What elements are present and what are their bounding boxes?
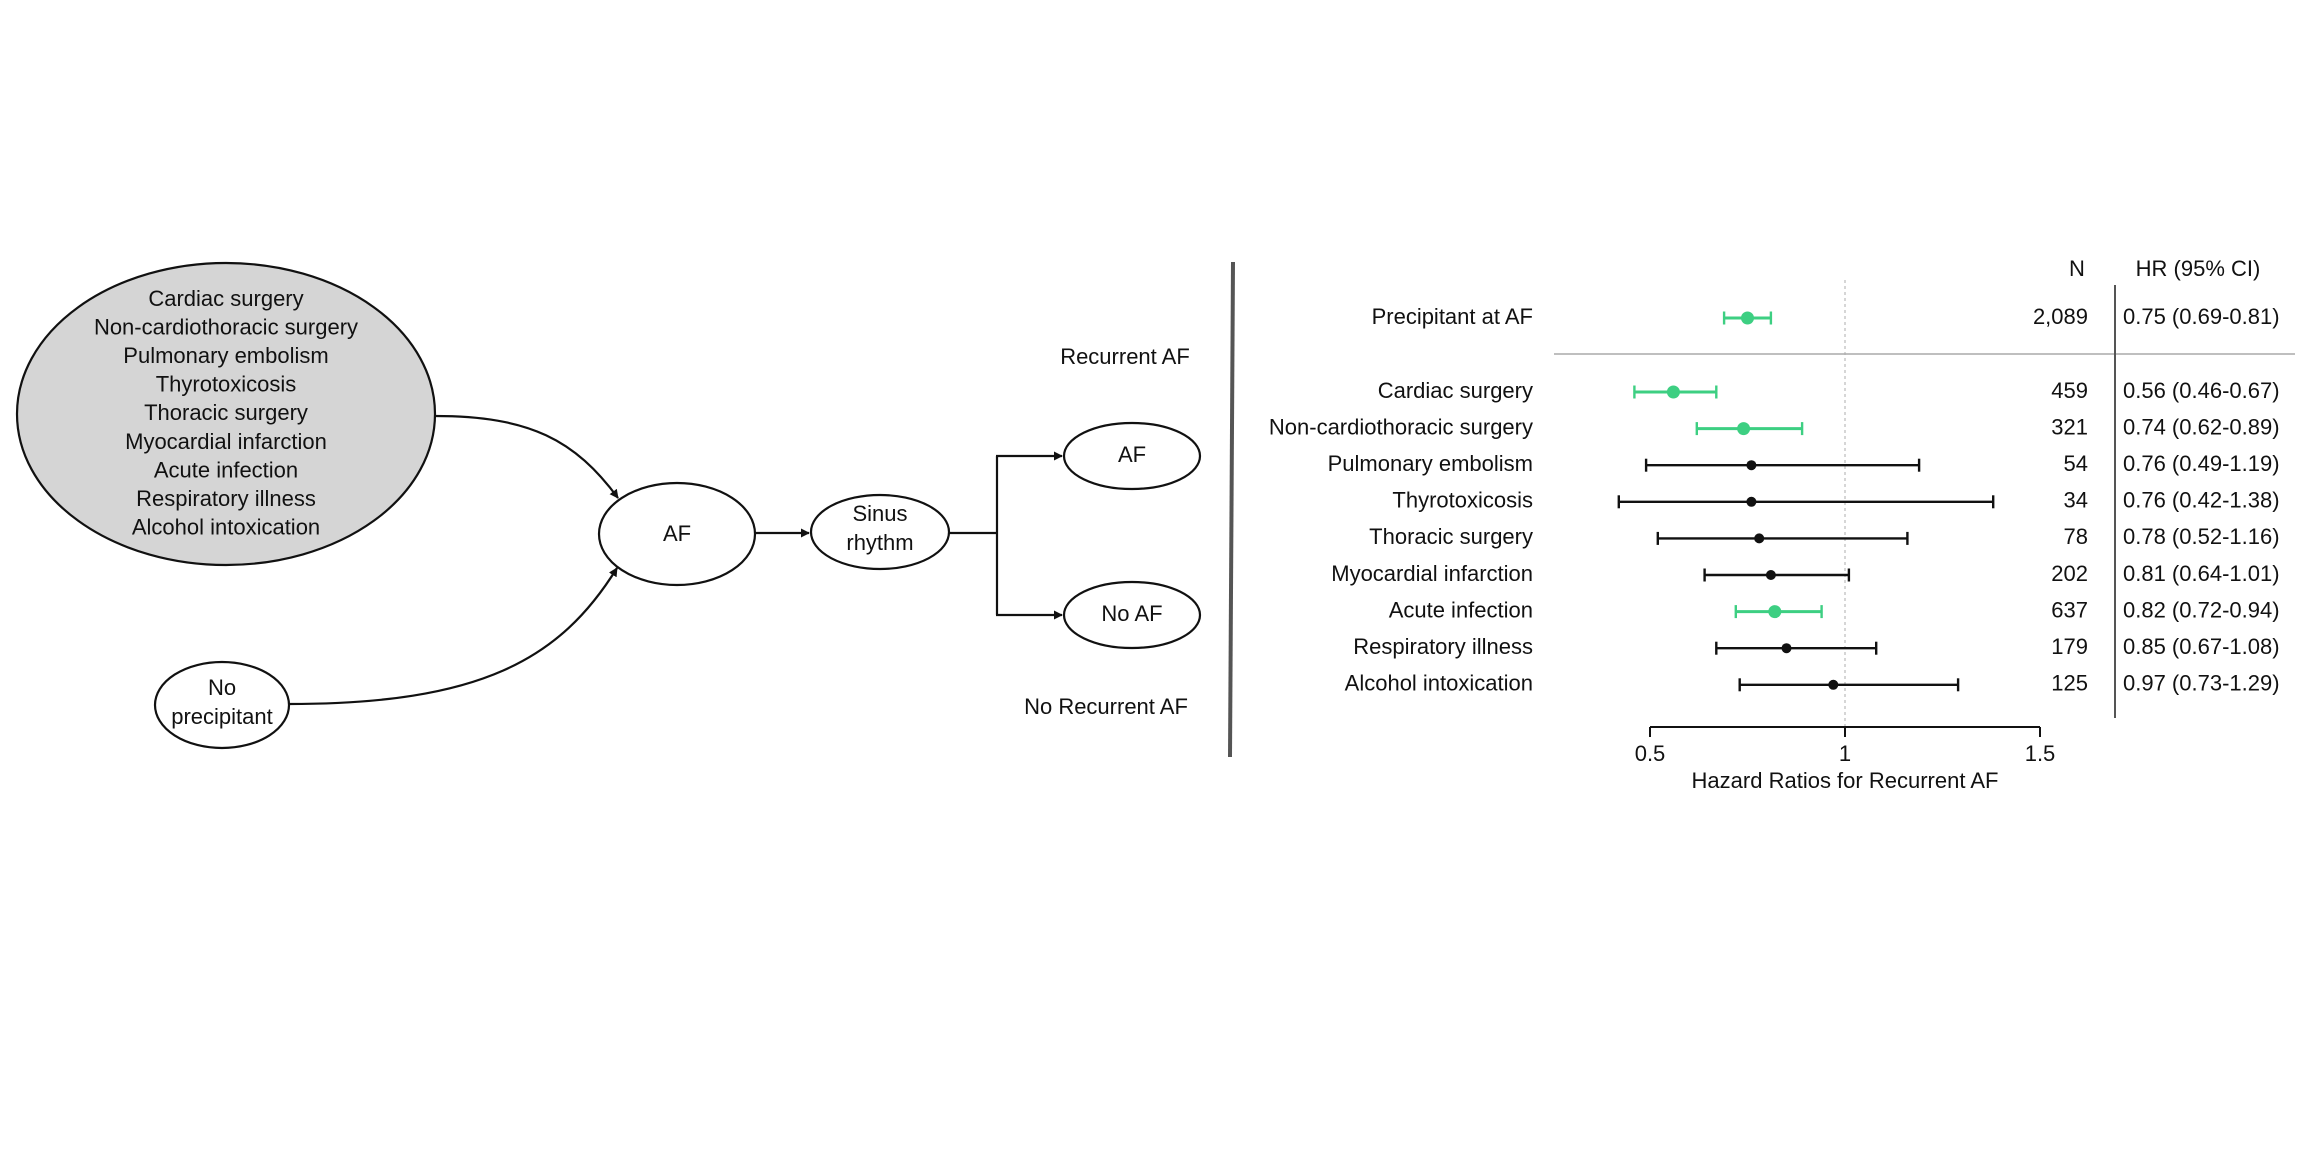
x-axis-label: Hazard Ratios for Recurrent AF	[1692, 768, 1999, 793]
hr-point	[1746, 496, 1757, 507]
row-hr-ci: 0.75 (0.69-0.81)	[2123, 304, 2280, 329]
precipitants-ellipse	[15, 261, 437, 567]
recurrent-af-label: Recurrent AF	[1060, 344, 1190, 369]
n-column-header: N	[2069, 256, 2085, 281]
row-hr-ci: 0.81 (0.64-1.01)	[2123, 561, 2280, 586]
hr-point	[1768, 605, 1782, 619]
row-n: 321	[2051, 414, 2088, 439]
row-hr-ci: 0.74 (0.62-0.89)	[2123, 414, 2280, 439]
row-hr-ci: 0.82 (0.72-0.94)	[2123, 597, 2280, 622]
x-tick-label: 1.5	[2025, 741, 2056, 766]
hr-point	[1765, 570, 1776, 580]
forest-row: Cardiac surgery 459 0.56 (0.46-0.67)	[1378, 378, 2280, 403]
forest-row: Respiratory illness 179 0.85 (0.67-1.08)	[1353, 634, 2279, 659]
panel-separator	[1228, 261, 1235, 758]
row-label: Non-cardiothoracic surgery	[1269, 414, 1533, 439]
row-label: Acute infection	[1389, 597, 1533, 622]
overall-row: Precipitant at AF 2,089 0.75 (0.69-0.81)	[1372, 304, 2280, 329]
row-label: Respiratory illness	[1353, 634, 1533, 659]
precipitant-item: Myocardial infarction	[125, 429, 327, 454]
row-n: 637	[2051, 597, 2088, 622]
row-label: Myocardial infarction	[1331, 561, 1533, 586]
no-recurrent-af-label: No Recurrent AF	[1024, 694, 1188, 719]
precipitant-item: Cardiac surgery	[148, 286, 303, 311]
x-tick-label: 0.5	[1635, 741, 1666, 766]
precipitant-item: Alcohol intoxication	[132, 515, 320, 540]
row-hr-ci: 0.97 (0.73-1.29)	[2123, 671, 2280, 696]
hr-point	[1781, 643, 1792, 654]
no-af-outcome-node	[1062, 580, 1202, 650]
row-label: Precipitant at AF	[1372, 304, 1533, 329]
sinus-label-line1: Sinus	[852, 501, 907, 526]
row-label: Thyrotoxicosis	[1392, 488, 1533, 513]
row-n: 2,089	[2033, 304, 2088, 329]
arrow-no-precipitant-to-af	[288, 567, 618, 706]
hr-point	[1828, 679, 1839, 690]
x-tick-label: 1	[1839, 741, 1851, 766]
forest-rows: Precipitant at AF 2,089 0.75 (0.69-0.81) Ca…	[1269, 304, 2280, 696]
no-precipitant-node	[153, 660, 291, 750]
hr-point	[1754, 533, 1765, 544]
row-label: Thoracic surgery	[1369, 524, 1533, 549]
hr-point	[1666, 385, 1680, 399]
row-label: Pulmonary embolism	[1328, 451, 1533, 476]
forest-row: Thoracic surgery 78 0.78 (0.52-1.16)	[1369, 524, 2279, 549]
row-n: 78	[2064, 524, 2088, 549]
row-n: 202	[2051, 561, 2088, 586]
row-hr-ci: 0.85 (0.67-1.08)	[2123, 634, 2280, 659]
row-hr-ci: 0.76 (0.42-1.38)	[2123, 488, 2280, 513]
af-node-label: AF	[663, 521, 691, 546]
forest-plot: N HR (95% CI) Precipitant at AF 2,089 0.75…	[1269, 256, 2295, 793]
hr-point	[1737, 422, 1751, 436]
no-precipitant-label-line1: No	[208, 675, 236, 700]
forest-row: Thyrotoxicosis 34 0.76 (0.42-1.38)	[1392, 488, 2279, 513]
af-outcome-node	[1062, 421, 1202, 491]
row-hr-ci: 0.78 (0.52-1.16)	[2123, 524, 2280, 549]
row-n: 179	[2051, 634, 2088, 659]
row-hr-ci: 0.76 (0.49-1.19)	[2123, 451, 2280, 476]
arrow-precipitants-to-af	[434, 414, 619, 499]
forest-row: Acute infection 637 0.82 (0.72-0.94)	[1389, 597, 2280, 622]
hr-point	[1746, 460, 1757, 471]
forest-row: Non-cardiothoracic surgery 321 0.74 (0.62-…	[1269, 414, 2280, 439]
hr-point	[1741, 311, 1754, 325]
precipitant-item: Non-cardiothoracic surgery	[94, 314, 358, 339]
row-n: 125	[2051, 671, 2088, 696]
row-label: Alcohol intoxication	[1345, 671, 1533, 696]
af-outcome-label: AF	[1118, 442, 1146, 467]
forest-row: Pulmonary embolism 54 0.76 (0.49-1.19)	[1328, 451, 2280, 476]
precipitant-item: Pulmonary embolism	[123, 343, 328, 368]
forest-row: Myocardial infarction 202 0.81 (0.64-1.01)	[1331, 561, 2279, 586]
sinus-label-line2: rhythm	[846, 530, 913, 555]
precipitant-item: Thoracic surgery	[144, 400, 308, 425]
precipitant-item: Acute infection	[154, 457, 298, 482]
forest-row: Alcohol intoxication 125 0.97 (0.73-1.29)	[1345, 671, 2280, 696]
row-n: 459	[2051, 378, 2088, 403]
row-n: 34	[2064, 488, 2088, 513]
hr-column-header: HR (95% CI)	[2136, 256, 2261, 281]
precipitant-item: Thyrotoxicosis	[156, 372, 297, 397]
no-precipitant-label-line2: precipitant	[171, 704, 273, 729]
x-axis-ticks: 0.5 1 1.5	[1635, 727, 2056, 766]
row-label: Cardiac surgery	[1378, 378, 1533, 403]
precipitant-item: Respiratory illness	[136, 486, 316, 511]
row-n: 54	[2064, 451, 2088, 476]
no-af-outcome-label: No AF	[1101, 601, 1162, 626]
row-hr-ci: 0.56 (0.46-0.67)	[2123, 378, 2280, 403]
